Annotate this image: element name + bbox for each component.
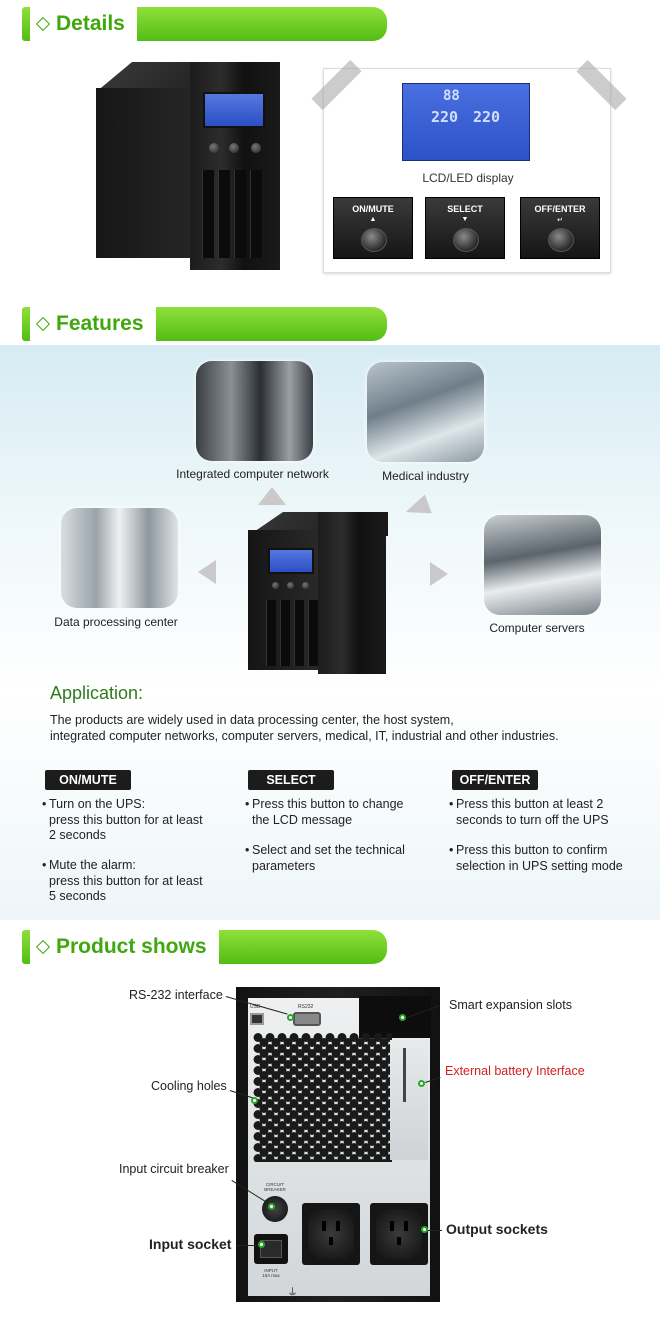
arrow-right-icon bbox=[430, 562, 448, 586]
details-title: Details bbox=[56, 12, 125, 35]
rs232-label: RS232 bbox=[298, 1004, 314, 1010]
application-text: The products are widely used in data pro… bbox=[50, 713, 559, 743]
lcd-caption: LCD/LED display bbox=[422, 171, 514, 185]
lcd-top-readout: 88 bbox=[443, 88, 460, 104]
details-header: Details bbox=[22, 7, 387, 41]
ground-icon: ⏚ bbox=[287, 1287, 298, 1299]
battery-callout: External battery Interface bbox=[445, 1064, 585, 1078]
data-center-photo bbox=[61, 508, 178, 608]
output-socket-2[interactable] bbox=[370, 1203, 428, 1265]
circuit-breaker[interactable] bbox=[262, 1196, 288, 1222]
on-mute-tag: ON/MUTE bbox=[45, 770, 131, 790]
product-shows-title: Product shows bbox=[56, 935, 207, 958]
off-enter-tag: OFF/ENTER bbox=[452, 770, 538, 790]
bullet-change-lcd: • Press this button to change the LCD me… bbox=[245, 797, 404, 827]
diamond-icon bbox=[35, 316, 51, 332]
off-enter-label: OFF/ENTER bbox=[534, 204, 586, 214]
medical-photo bbox=[367, 362, 484, 462]
rs232-port bbox=[293, 1012, 321, 1026]
expansion-slot bbox=[359, 996, 431, 1038]
off-enter-button[interactable]: OFF/ENTER ↵ bbox=[520, 197, 600, 259]
rs232-callout: RS-232 interface bbox=[129, 988, 223, 1002]
on-mute-label: ON/MUTE bbox=[352, 204, 394, 214]
network-caption: Integrated computer network bbox=[176, 467, 329, 481]
bullet-confirm: • Press this button to confirm selection… bbox=[449, 843, 623, 873]
select-label: SELECT bbox=[447, 204, 483, 214]
arrow-left-icon bbox=[198, 560, 216, 584]
medical-caption: Medical industry bbox=[382, 469, 469, 483]
lcd-input-readout: 220 bbox=[431, 108, 459, 126]
enter-icon: ↵ bbox=[557, 217, 563, 224]
select-tag: SELECT bbox=[248, 770, 334, 790]
diamond-icon bbox=[35, 16, 51, 32]
bullet-set-params: • Select and set the technical parameter… bbox=[245, 843, 405, 873]
features-title: Features bbox=[56, 312, 144, 335]
servers-caption: Computer servers bbox=[489, 621, 585, 635]
data-center-caption: Data processing center bbox=[54, 615, 178, 629]
bullet-turn-on: • Turn on the UPS: press this button for… bbox=[42, 797, 203, 842]
arrow-up-left-icon bbox=[258, 487, 286, 505]
select-button[interactable]: SELECT ▼ bbox=[425, 197, 505, 259]
features-header: Features bbox=[22, 307, 387, 341]
bullet-mute: • Mute the alarm: press this button for … bbox=[42, 858, 203, 903]
input-socket-callout: Input socket bbox=[149, 1236, 232, 1252]
servers-photo bbox=[484, 515, 601, 615]
lcd-output-readout: 220 bbox=[473, 108, 501, 126]
down-arrow-icon: ▼ bbox=[461, 216, 469, 223]
expansion-callout: Smart expansion slots bbox=[449, 998, 572, 1012]
battery-connector bbox=[403, 1048, 406, 1102]
output-socket-1[interactable] bbox=[302, 1203, 360, 1265]
usb-port bbox=[250, 1013, 264, 1025]
usb-label: USB bbox=[250, 1004, 261, 1010]
output-callout: Output sockets bbox=[446, 1221, 548, 1237]
cooling-callout: Cooling holes bbox=[151, 1079, 227, 1093]
network-photo bbox=[196, 361, 313, 461]
lcd-display: 88 220 220 bbox=[402, 83, 530, 161]
bullet-turn-off: • Press this button at least 2 seconds t… bbox=[449, 797, 609, 827]
product-shows-header: Product shows bbox=[22, 930, 387, 964]
input-label: INPUT 10A max bbox=[262, 1268, 280, 1278]
breaker-callout: Input circuit breaker bbox=[119, 1162, 229, 1176]
up-arrow-icon: ▲ bbox=[369, 216, 377, 223]
on-mute-button[interactable]: ON/MUTE ▲ bbox=[333, 197, 413, 259]
application-title: Application: bbox=[50, 683, 144, 703]
detail-card: 88 220 220 LCD/LED display ON/MUTE ▲ SEL… bbox=[311, 59, 627, 273]
breaker-label: CIRCUIT BREAKER bbox=[264, 1182, 286, 1192]
diamond-icon bbox=[35, 939, 51, 955]
